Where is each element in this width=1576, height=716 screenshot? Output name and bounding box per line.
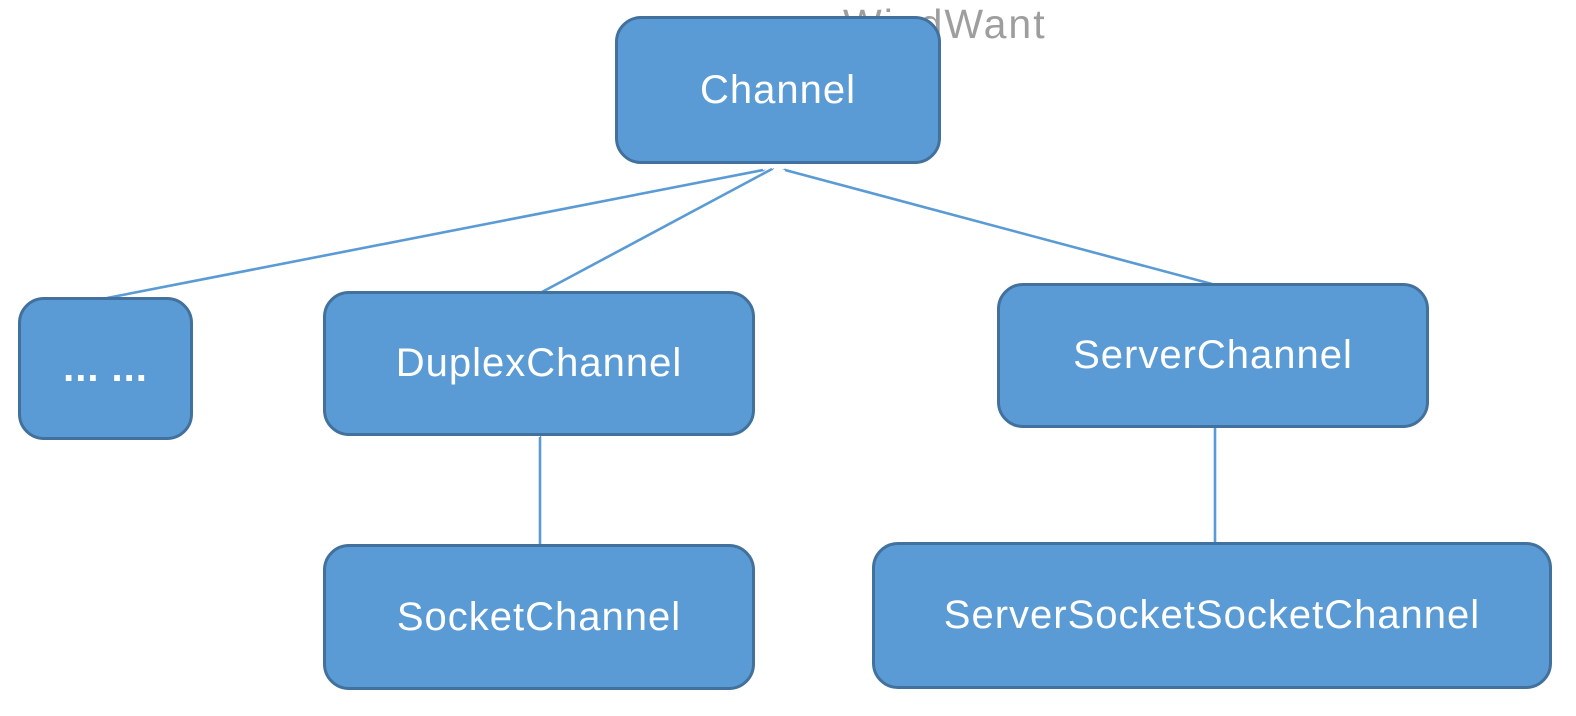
node-serversocketsocketchannel-label: ServerSocketSocketChannel bbox=[943, 593, 1481, 637]
node-other-channels: ... ... bbox=[18, 297, 193, 440]
node-other-channels-label: ... ... bbox=[63, 346, 148, 390]
node-socketchannel-label: SocketChannel bbox=[396, 594, 682, 639]
node-serverchannel-label: ServerChannel bbox=[1073, 333, 1353, 377]
node-duplexchannel: DuplexChannel bbox=[323, 291, 755, 436]
node-channel-label: Channel bbox=[699, 67, 856, 112]
node-serversocketsocketchannel: ServerSocketSocketChannel bbox=[872, 542, 1552, 689]
node-serverchannel: ServerChannel bbox=[997, 283, 1429, 428]
edge-ellipsis-to-channel bbox=[106, 170, 763, 300]
edge-duplexchannel-to-channel bbox=[541, 169, 772, 294]
edge-serverchannel-to-channel bbox=[785, 170, 1213, 286]
node-socketchannel: SocketChannel bbox=[323, 544, 755, 690]
node-duplexchannel-label: DuplexChannel bbox=[395, 341, 683, 385]
node-channel: Channel bbox=[615, 16, 941, 164]
